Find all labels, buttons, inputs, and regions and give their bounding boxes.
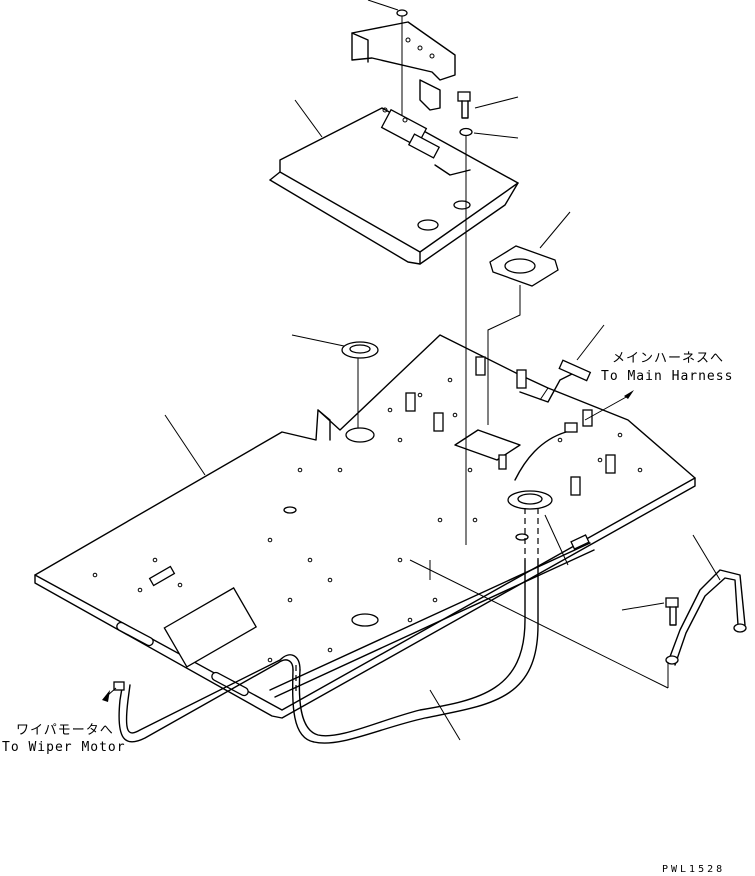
arrow-wiper-motor-icon [102,690,110,702]
standoffs [405,356,616,496]
label-main-harness-jp: メインハーネスへ [612,351,725,366]
harness-long-line [269,542,591,691]
screw-top [367,0,408,130]
label-wiper-motor-jp: ワイパモータへ [16,723,114,738]
drawing-code: PWL1528 [662,864,726,875]
cover-plate [269,99,519,265]
clamp-bracket [409,534,747,689]
top-bracket [351,21,456,111]
harness-wire [102,559,539,744]
label-main-harness-en: To Main Harness [601,369,734,384]
center-grommet [507,490,569,566]
bolt-right [457,91,519,119]
grommet-left [291,334,379,430]
rubber-boot [487,211,571,425]
harness-sleeve [570,534,590,550]
label-wiper-motor-en: To Wiper Motor [2,740,126,755]
floor-plate [34,334,696,719]
main-harness-connector [514,324,634,481]
washer [459,127,519,139]
leader-line [539,387,549,401]
harness-long-line-2 [274,549,595,698]
